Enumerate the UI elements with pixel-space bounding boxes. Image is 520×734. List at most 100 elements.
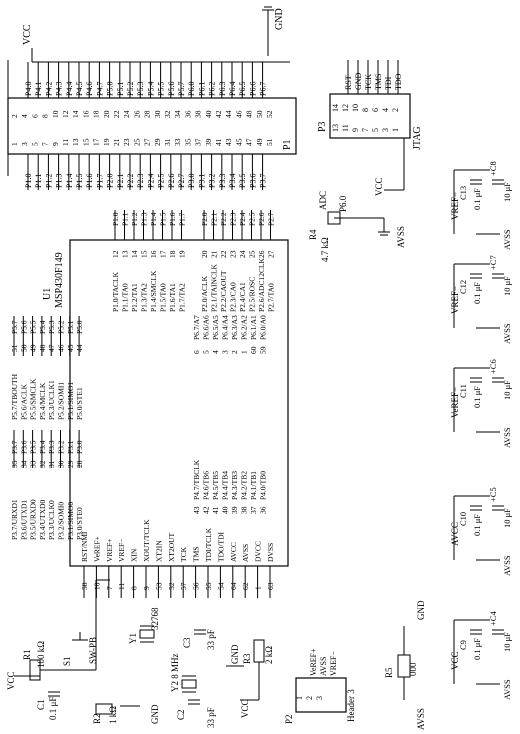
cap-big-ref: +C7 [488, 255, 498, 270]
p3-signal-label: GND [354, 72, 363, 90]
u1-pin-function: P2.2/CAOUT [219, 270, 228, 312]
cap-small-value: 0.1 μF [472, 514, 482, 536]
u1-pin-number: 50 [19, 344, 28, 352]
p3-name: JTAG [412, 126, 423, 150]
p1-bottom-net-label: P3.7 [259, 174, 268, 188]
p1-pin-number: 5 [30, 142, 39, 146]
osc-gnd-label: GND [230, 644, 240, 664]
u1-pin-function: DVCC [254, 541, 263, 562]
p1-pin-number: 2 [10, 114, 19, 118]
p1-top-net-label: P5.6 [167, 82, 176, 96]
cap-rail-label: VeREF− [450, 387, 460, 418]
adc-label: ADC [318, 191, 328, 210]
p1-pin-number: 52 [265, 110, 274, 118]
p1-bottom-net-label: P1.1 [34, 174, 43, 188]
p1-pin-number: 39 [204, 138, 213, 146]
cap-avss-label: AVSS [502, 555, 512, 576]
p1-bottom-net-label: P2.0 [106, 174, 115, 188]
u1-net-label: P1.5 [159, 212, 168, 226]
u1-pin-function: P1.7/TA2 [178, 283, 187, 312]
p1-pin-number: 15 [81, 138, 90, 146]
p3-pin-number: 13 [331, 124, 340, 132]
p1-pin-number: 36 [183, 110, 192, 118]
p1-top-net-label: P5.1 [116, 82, 125, 96]
p1-bottom-net-label: P1.0 [24, 174, 33, 188]
u1-pin-number: 33 [29, 460, 38, 468]
u1-pin-number: 6 [192, 350, 201, 354]
p1-bottom-net-label: P3.1 [197, 174, 206, 188]
u1-net-label: P2.3 [229, 212, 238, 226]
p1-pin-number: 14 [71, 110, 80, 118]
u1-pin-function: P3.5/URXD0 [29, 499, 38, 540]
u1-net-label: P2.4 [238, 212, 247, 226]
cap-big-value: 10 μF [502, 276, 512, 296]
p1-top-net-label: P5.3 [136, 82, 145, 96]
u1-pin-number: 41 [211, 506, 220, 514]
u1-pin-number: 4 [211, 350, 220, 354]
u1-pin-function: P1.3/TA2 [140, 283, 149, 312]
p1-pin-number: 22 [112, 110, 121, 118]
p1-pin-number: 31 [163, 138, 172, 146]
r2-value: 1 kΩ [108, 706, 118, 724]
vcc-label: VCC [22, 24, 33, 45]
u1-net-label: P2.2 [219, 212, 228, 226]
p3-ref: P3 [317, 121, 328, 132]
cap-avss-label: AVSS [502, 229, 512, 250]
u1-pin-number: 1 [240, 350, 249, 354]
u1-pin-function: P6.4/A4 [221, 315, 230, 340]
oscillator-y1: Y1 32768 [128, 607, 160, 644]
u1-net-label: P5.1 [66, 320, 75, 334]
p3-pin-number: 1 [391, 128, 400, 132]
r3-value: 2 kΩ [264, 646, 274, 664]
u1-pin-function: VeREF+ [92, 536, 101, 562]
p3-signal-label: TDI [384, 76, 393, 90]
u1-net-label: P5.4 [38, 320, 47, 334]
p3-signal-label: TMS [374, 74, 383, 90]
adc-network: ADC P6.0 R4 4.7 kΩ AVSS [308, 191, 406, 262]
p1-top-net-label: P5.0 [106, 82, 115, 96]
u1-net-label: P5.0 [75, 320, 84, 334]
u1-pin-number: 60 [249, 346, 258, 354]
u1-pin-function: P6.3/A3 [230, 315, 239, 340]
p2-pin-number: 1 [295, 696, 304, 700]
p1-pin-number: 38 [194, 110, 203, 118]
u1-net-label: P1.2 [130, 212, 139, 226]
r4-ref: R4 [308, 229, 318, 240]
p1-top-net-label: P5.5 [157, 82, 166, 96]
u1-pin-number: 13 [121, 250, 130, 258]
u1-pin-function: P1.2/TA1 [130, 283, 139, 312]
u1-pin-number: 5 [202, 350, 211, 354]
c2-value: 33 pF [206, 707, 216, 728]
p1-top-net-label: P4.7 [95, 82, 104, 96]
cap-rail-label: VREF− [450, 192, 460, 220]
p1-pin-number: 12 [61, 110, 70, 118]
p1-pin-number: 20 [102, 110, 111, 118]
y1-crystal [139, 629, 155, 639]
p3-body [329, 93, 411, 139]
u1-pin-number: 3 [221, 350, 230, 354]
p1-bottom-net-label: P2.3 [136, 174, 145, 188]
u1-net-label: P2.6 [257, 212, 266, 226]
u1-pin-number: 14 [130, 250, 139, 258]
u1-pin-function: P3.1/SIMO0 [66, 502, 75, 540]
p3-pin-number: 8 [361, 108, 370, 112]
r5-resistor-group: GND R5 000 AVSS [384, 600, 426, 730]
u1-pin-function: XIN [130, 548, 139, 562]
u1-port4: P4.7/TBCLK43P4.6/TB642P4.5/TB541P4.4/TB4… [192, 459, 268, 514]
u1-pin-number: 42 [202, 506, 211, 514]
p1-top-net-label: P6.2 [208, 82, 217, 96]
u1-pin-function: P4.1/TB1 [249, 471, 258, 500]
u1-pin-function: P6.2/A2 [240, 315, 249, 340]
u1-pin-function: XOUT/TCLK [142, 519, 151, 562]
u1-pin-function: TMS [192, 547, 201, 562]
u1-pin-number: 32 [38, 460, 47, 468]
u1-pin-function: P4.2/TB2 [240, 471, 249, 500]
u1-pin-number: 40 [221, 506, 230, 514]
u1-pin-number: 36 [259, 506, 268, 514]
u1-pin-function: XT2OUT [167, 532, 176, 562]
p1-pin-number: 48 [245, 110, 254, 118]
cap-small-ref: C9 [458, 640, 468, 650]
u1-pin-function: P4.6/TB6 [202, 471, 211, 500]
u1-net-label: P5.3 [47, 320, 56, 334]
